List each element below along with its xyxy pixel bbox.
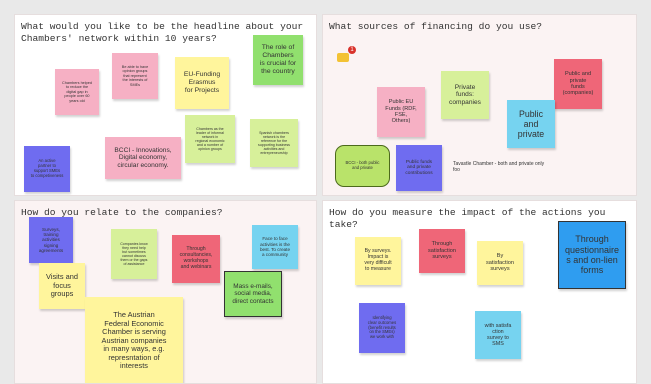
sticky-note-public-private-companies[interactable]: Public and private funds (companies) [554,59,602,109]
sticky-note-mass-emails[interactable]: Mass e-mails, social media, direct conta… [224,271,282,317]
comment-count-badge: 1 [348,46,356,54]
sticky-note-public-funds-contributions[interactable]: Public funds and private contributions [396,145,442,191]
sticky-note-bcci-innovations[interactable]: BCCI - Innovations, Digital economy, cir… [105,137,181,179]
sticky-note-austrian-chamber[interactable]: The Austrian Federal Economic Chamber is… [85,297,183,383]
frame-financing-question: What sources of financing do you use? [329,21,543,32]
sticky-note-digital-gap[interactable]: Chambers helped to reduce the digital ga… [55,69,99,115]
sticky-note-role-of-chambers[interactable]: The role of Chambers is crucial for the … [253,35,303,85]
sticky-note-informal-network[interactable]: Chambers as the leader of informal netwo… [185,115,235,163]
frame-impact-question: How do you measure the impact of the act… [329,207,606,230]
sticky-note-companies-know[interactable]: Companies know they need help but someti… [111,229,157,279]
sticky-note-through-satisfaction[interactable]: Through satisfaction surveys [419,229,465,273]
sticky-note-active-partner[interactable]: An active partner to support SMEs to com… [24,146,70,192]
frame-financing[interactable]: What sources of financing do you use? 1 … [322,14,637,196]
sticky-note-identifying-outcomes[interactable]: Identifying clear outcomes (benefit resu… [359,303,405,353]
frame-headline[interactable]: What would you like to be the headline a… [14,14,317,196]
sticky-note-spanish-chambers[interactable]: Spanish chambers network is the referenc… [250,119,298,167]
text-tavastle-chamber[interactable]: Tavastle Chamber - both and private only… [453,161,545,173]
sticky-note-consultancies[interactable]: Through consultancies, workshops and web… [172,235,220,283]
sticky-note-surveys-difficult[interactable]: By surveys. Impact is very difficult to … [355,237,401,285]
sticky-note-survey-to-sms[interactable]: with satisfa ction survey to SMS [475,311,521,359]
sticky-note-questionnaires[interactable]: Through questionnaire s and on-lien form… [558,221,626,289]
sticky-note-opinion-groups[interactable]: Be able to have opinion groups that repr… [112,53,158,99]
sticky-note-private-funds[interactable]: Private funds: companies [441,71,489,119]
sticky-note-public-eu-funds[interactable]: Public EU Funds (RDF, FSE, Others) [377,87,425,137]
sticky-note-eu-funding[interactable]: EU-Funding Erasmus for Projects [175,57,229,109]
sticky-note-public-and-private[interactable]: Public and private [507,100,555,148]
frame-relate[interactable]: How do you relate to the companies? Surv… [14,200,317,384]
sticky-note-visits-focus-groups[interactable]: Visits and focus groups [39,263,85,309]
frame-impact[interactable]: How do you measure the impact of the act… [322,200,637,384]
frame-relate-question: How do you relate to the companies? [21,207,223,218]
comment-icon[interactable] [337,53,349,62]
sticky-note-surveys-training[interactable]: Surveys, training activities signing agr… [29,217,73,263]
sticky-note-face-to-face[interactable]: Face to face activities is the best. To … [252,225,298,269]
sticky-note-by-satisfaction[interactable]: By satisfaction surveys [477,241,523,285]
frame-headline-question: What would you like to be the headline a… [21,21,304,44]
sticky-note-bcci-both[interactable]: BCCI - both public and private [335,145,390,187]
